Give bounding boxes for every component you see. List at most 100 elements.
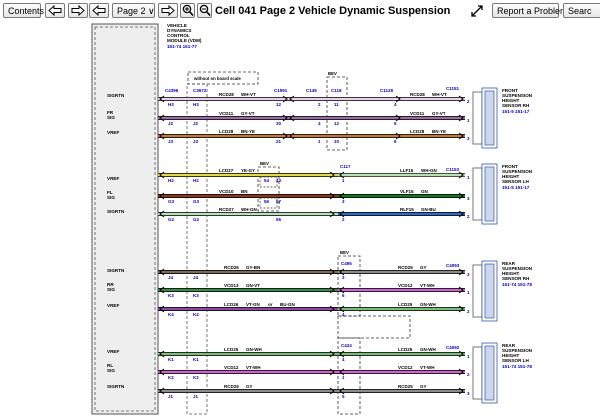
- sensor-fr-refs[interactable]: 151-5 151-17: [502, 109, 530, 114]
- connector-c1591[interactable]: C1591: [274, 88, 288, 93]
- pin-3: 3: [342, 199, 345, 204]
- pin-g3-c4396: G3: [168, 199, 175, 204]
- wire-code: LCD25: [224, 347, 239, 352]
- connector-c424[interactable]: C424: [341, 343, 352, 348]
- pin-2-sensor: 2: [467, 372, 470, 377]
- connector-c4396[interactable]: C4396: [165, 88, 179, 93]
- sensor-fl-line-4: SENSOR LH: [502, 179, 529, 184]
- connector-c1153[interactable]: C1153: [446, 167, 460, 172]
- sensor-fr-line-4: SENSOR RH: [502, 103, 530, 108]
- prev-page-icon[interactable]: [89, 3, 109, 18]
- pin-1-sensor: 1: [467, 175, 470, 180]
- bev-label-1: BEV: [328, 71, 337, 76]
- pin-h3-c3672: H3: [193, 102, 199, 107]
- bev-box-c118: [326, 76, 348, 151]
- back-arrow-icon[interactable]: [45, 3, 65, 18]
- toolbar: Contents Page 2 ∨ Cell 041 Page 2 Vehicl…: [0, 0, 600, 22]
- wire-color: GN-WH: [246, 347, 262, 352]
- sensor-rr-line-3: HEIGHT: [502, 271, 520, 276]
- search-button[interactable]: Searc: [563, 3, 600, 18]
- pin-5: 5: [342, 394, 345, 399]
- connector-c3672[interactable]: C3672: [193, 88, 207, 93]
- or-note: or: [268, 302, 273, 307]
- wire-color: GY: [420, 265, 427, 270]
- wire-code: RCD28: [410, 92, 425, 97]
- wire-group-rear-lh: [158, 350, 465, 395]
- sensor-fr-line-3: HEIGHT: [502, 98, 520, 103]
- sensor-rear-lh[interactable]: [472, 342, 498, 404]
- pin-12b: 12: [334, 121, 340, 126]
- connector-c495[interactable]: C495: [341, 261, 352, 266]
- pin-k2-c3672: K2: [193, 375, 199, 380]
- pin-6: 6: [394, 139, 397, 144]
- vdm-signal-vref-fl: VREF: [107, 176, 119, 181]
- pin-h3-c4396: H3: [168, 102, 174, 107]
- sensor-fl-line-1: FRONT: [502, 164, 518, 169]
- wire-code: VCD12: [398, 283, 413, 288]
- pin-k4-c3672: K4: [193, 312, 199, 317]
- connector-c4093[interactable]: C4093: [446, 263, 460, 268]
- wire-code: RCD25: [224, 384, 239, 389]
- wire-code: VCD10: [219, 189, 234, 194]
- contents-button[interactable]: Contents: [3, 3, 44, 18]
- pin-g3-c3672: G3: [193, 199, 200, 204]
- vdm-signal-sigrtn-rl: SIGRTN: [107, 384, 125, 389]
- pin-j3-c3672: J3: [193, 139, 199, 144]
- next-page-icon[interactable]: [158, 3, 178, 18]
- page-title: Cell 041 Page 2 Vehicle Dynamic Suspensi…: [215, 5, 451, 17]
- bev-box-c424: [337, 337, 361, 415]
- vdm-name-line-4: MODULE (VDM): [167, 38, 202, 43]
- wire-code: RCD26: [224, 265, 239, 270]
- pin-3-sensor: 3: [467, 196, 470, 201]
- pin-57: 57: [276, 199, 282, 204]
- pin-2-sensor: 2: [467, 309, 470, 314]
- vdm-page-refs[interactable]: 151-74 151-77: [167, 44, 197, 49]
- vdm-signal-fl-2: SIG: [107, 195, 115, 200]
- pin-g2-c4396: G2: [168, 217, 175, 222]
- pin-1: 1: [342, 178, 345, 183]
- wire-color: VT-WH: [420, 283, 435, 288]
- wire-code: LCD28: [219, 129, 234, 134]
- pin-12: 12: [276, 102, 282, 107]
- wire-code: RCD25: [398, 384, 413, 389]
- without-scale-box: [187, 71, 259, 85]
- vdm-signal-rr-2: SIG: [107, 287, 115, 292]
- wire-color: GY: [246, 384, 253, 389]
- pin-1-sensor: 1: [467, 354, 470, 359]
- sensor-front-lh[interactable]: [472, 163, 498, 225]
- sensor-rear-rh[interactable]: [472, 260, 498, 322]
- report-problem-button[interactable]: Report a Problem: [492, 3, 568, 18]
- zoom-out-icon[interactable]: [197, 3, 212, 18]
- wire-code: LCD27: [219, 168, 234, 173]
- vdm-signal-fr-1: FR: [107, 110, 114, 115]
- sensor-fr-line-1: FRONT: [502, 88, 518, 93]
- pin-1-sensor: 1: [467, 290, 470, 295]
- connector-c117[interactable]: C117: [340, 164, 351, 169]
- vdm-name-line-1: VEHICLE: [167, 23, 187, 28]
- sensor-fl-line-2: SUSPENSION: [502, 169, 533, 174]
- forward-arrow-icon[interactable]: [68, 3, 88, 18]
- pin-1: 1: [318, 139, 321, 144]
- sensor-rl-refs[interactable]: 151-74 151-78: [502, 364, 532, 369]
- vdm-signal-fr-2: SIG: [107, 115, 115, 120]
- wire-color: GN-BU: [421, 207, 436, 212]
- connector-c4092[interactable]: C4092: [446, 345, 460, 350]
- pin-2-sensor: 2: [467, 214, 470, 219]
- pin-j4-c4396: J4: [168, 275, 174, 280]
- connector-c1151[interactable]: C1151: [446, 86, 460, 91]
- sensor-rr-refs[interactable]: 151-74 151-78: [502, 282, 532, 287]
- expand-icon[interactable]: [470, 4, 484, 18]
- sensor-front-rh[interactable]: [472, 87, 498, 149]
- wire-code: RCD25: [398, 265, 413, 270]
- wire-code: VCD11: [219, 111, 234, 116]
- connector-c145[interactable]: C145: [306, 88, 317, 93]
- sensor-fl-refs[interactable]: 151-5 151-17: [502, 185, 530, 190]
- wire-code: LCD25: [398, 302, 413, 307]
- vdm-module: [91, 23, 159, 415]
- pin-k1-c4396: K1: [168, 357, 174, 362]
- connector-c1128[interactable]: C1128: [380, 88, 394, 93]
- connector-c118[interactable]: C118: [331, 88, 342, 93]
- zoom-in-icon[interactable]: [180, 3, 195, 18]
- wire-color: BN: [241, 189, 248, 194]
- page-select[interactable]: Page 2 ∨: [112, 3, 155, 18]
